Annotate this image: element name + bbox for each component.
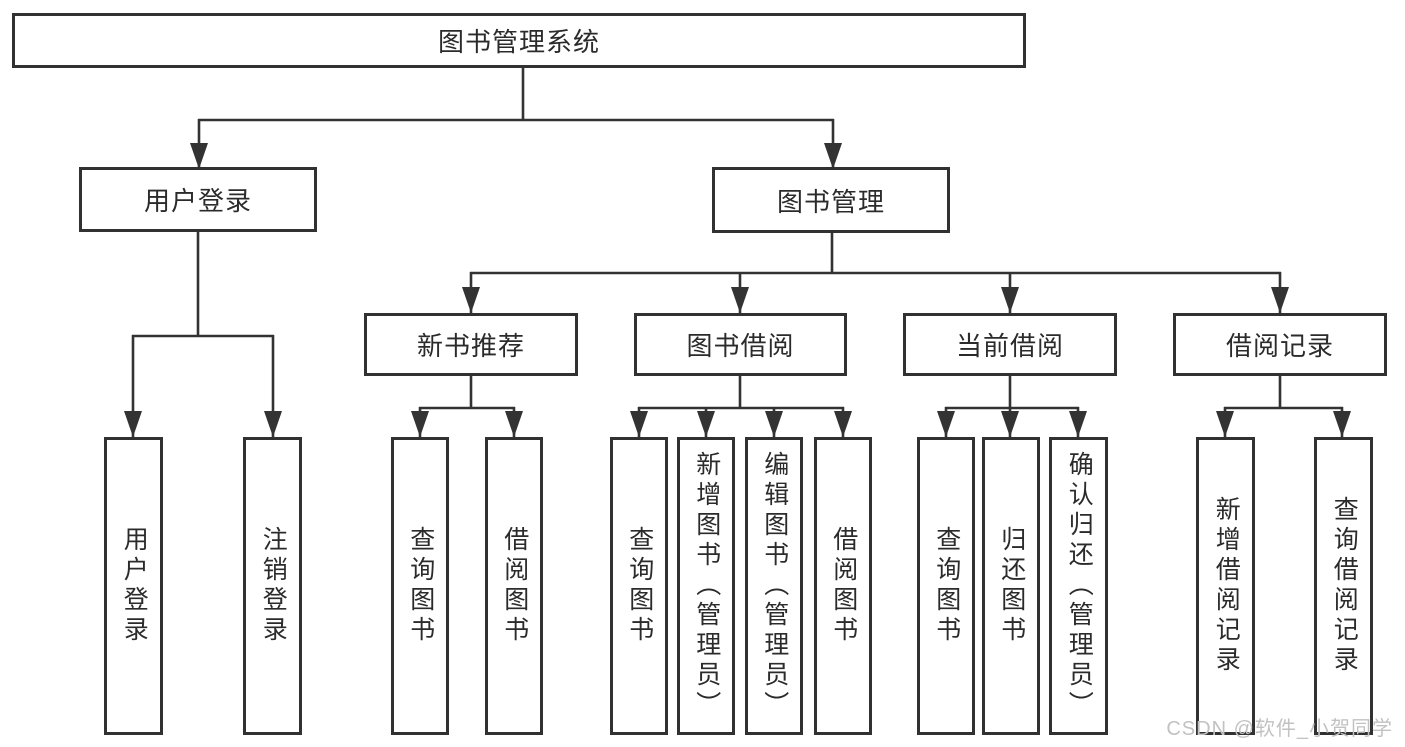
leaf-logout: 注销登录 xyxy=(243,437,302,735)
node-label: 查询借阅记录 xyxy=(1330,496,1359,676)
node-label: 用户登录 xyxy=(143,186,252,216)
node-new-book-recommend: 新书推荐 xyxy=(364,313,578,376)
node-user-login: 用户登录 xyxy=(79,167,317,232)
node-label: 图书管理系统 xyxy=(437,27,600,57)
node-label: 归还图书 xyxy=(997,526,1026,646)
leaf-current-query-book: 查询图书 xyxy=(917,437,975,735)
leaf-borrow-borrow-book: 借阅图书 xyxy=(814,437,872,735)
node-label: 新书推荐 xyxy=(416,331,525,361)
leaf-borrow-edit-book-admin: 编辑图书（管理员） xyxy=(745,437,803,735)
node-label: 新增图书（管理员） xyxy=(692,451,721,721)
node-book-management: 图书管理 xyxy=(712,167,950,233)
node-book-borrow: 图书借阅 xyxy=(634,313,847,376)
leaf-newrec-borrow-book: 借阅图书 xyxy=(485,437,543,735)
node-label: 编辑图书（管理员） xyxy=(760,451,789,721)
node-label: 注销登录 xyxy=(259,526,288,646)
node-label: 确认归还（管理员） xyxy=(1065,451,1094,721)
leaf-newrec-query-book: 查询图书 xyxy=(391,437,449,735)
node-book-management-system: 图书管理系统 xyxy=(12,13,1026,68)
node-label: 借阅记录 xyxy=(1225,331,1334,361)
node-label: 查询图书 xyxy=(932,526,961,646)
leaf-borrow-query-book: 查询图书 xyxy=(610,437,668,735)
node-label: 新增借阅记录 xyxy=(1212,496,1241,676)
node-label: 图书管理 xyxy=(776,186,885,217)
node-label: 借阅图书 xyxy=(829,526,858,646)
leaf-current-return-book: 归还图书 xyxy=(982,437,1040,735)
leaf-current-confirm-return-admin: 确认归还（管理员） xyxy=(1049,437,1108,735)
node-borrow-records: 借阅记录 xyxy=(1173,313,1387,376)
node-label: 借阅图书 xyxy=(500,526,529,646)
csdn-watermark: CSDN @软件_小贺同学 xyxy=(1166,718,1393,740)
node-current-borrow: 当前借阅 xyxy=(903,313,1117,376)
node-label: 查询图书 xyxy=(625,526,654,646)
node-label: 用户登录 xyxy=(120,526,149,646)
leaf-borrow-add-book-admin: 新增图书（管理员） xyxy=(677,437,735,735)
node-label: 图书借阅 xyxy=(686,331,795,361)
leaf-user-login: 用户登录 xyxy=(104,437,163,735)
node-label: 当前借阅 xyxy=(955,331,1064,361)
leaf-records-query-record: 查询借阅记录 xyxy=(1314,437,1373,735)
node-label: 查询图书 xyxy=(406,526,435,646)
leaf-records-add-record: 新增借阅记录 xyxy=(1196,437,1255,735)
